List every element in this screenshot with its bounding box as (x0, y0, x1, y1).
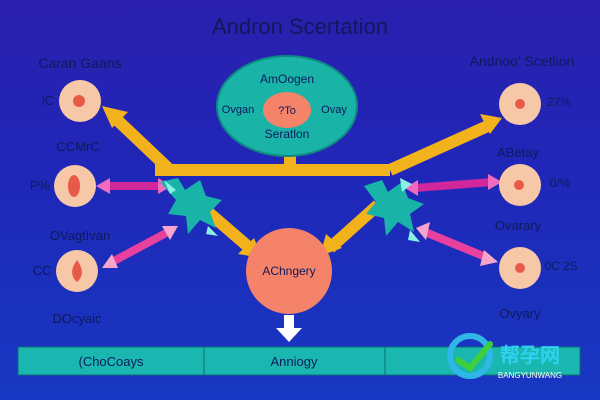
bottom-bar-center-label: Anniogy (271, 354, 318, 369)
teal-junction-left (160, 178, 222, 236)
left-node-3-core (72, 260, 82, 282)
diagram-title: Andron Scertation (212, 14, 388, 39)
teal-spike-right-a (400, 178, 412, 192)
left-node-3: CC (33, 250, 98, 292)
watermark-chinese: 帮孕网 (500, 343, 560, 367)
teal-spike-right-b (408, 230, 420, 242)
right-node-1-core (515, 99, 525, 109)
right-node-3: 0C 2S (499, 247, 578, 289)
bottom-circle (246, 228, 332, 314)
teal-star-left (160, 178, 222, 234)
magenta-head-right-1b (405, 180, 418, 196)
left-header: Caran Gaans (38, 55, 121, 71)
right-node-2-label: ABetay (497, 145, 539, 160)
right-node-1: 27% (499, 83, 571, 125)
magenta-head-right-1a (488, 174, 502, 190)
left-node-3-prefix: CC (33, 263, 52, 278)
teal-star-right (364, 180, 424, 236)
pink-arrow-left-2 (110, 228, 170, 266)
right-node-2-suffix: 0/% (550, 176, 571, 190)
pink-head-right-2a (480, 250, 498, 266)
top-core (263, 92, 311, 128)
bottom-bar-center (203, 346, 386, 376)
left-node-2: P% (30, 165, 96, 207)
pink-head-left-2a (102, 254, 118, 268)
right-node-2-core (514, 180, 524, 190)
gold-arrow-up-right (387, 119, 493, 176)
bottom-bar: (ChoCoays Anniogy (17, 346, 581, 376)
left-node-3-label: OVagtIvan (50, 228, 110, 243)
right-node-1-suffix: 27% (547, 95, 571, 109)
teal-junction-right (364, 178, 424, 242)
pink-head-right-2b (416, 222, 430, 240)
gold-arrow-up-left (108, 111, 175, 175)
top-center-node: AmOogen Ovgan ?To Ovay Seratlon (216, 55, 358, 157)
magenta-head-left-1a (96, 178, 110, 194)
left-node-2-prefix: P% (30, 178, 51, 193)
watermark-ring-icon (447, 333, 493, 379)
top-label-right: Ovay (321, 104, 347, 116)
teal-spike-left-b (206, 226, 218, 236)
gold-arrowhead-up-left (102, 106, 128, 128)
right-node-3-suffix: 0C 2S (544, 259, 577, 273)
top-label-left: Ovgan (222, 104, 254, 116)
left-node-1-core (73, 95, 85, 107)
watermark-logo: 帮孕网 BANGYUNWANG (447, 333, 562, 380)
left-node-2-label: CCMrC (56, 139, 99, 154)
left-node-2-core (68, 175, 80, 197)
watermark-check-icon (455, 341, 493, 372)
watermark-latin: BANGYUNWANG (498, 371, 562, 380)
gold-arrowhead-up-right (480, 114, 502, 134)
right-node-3-label: Ovarary (495, 218, 542, 233)
down-arrow-head (276, 328, 302, 342)
pink-arrow-right-2 (423, 228, 490, 262)
bottom-circle-label: AChngery (262, 264, 315, 278)
down-arrow-shaft (284, 315, 294, 329)
top-label-bottom: Seratlon (265, 127, 310, 141)
right-header: Andnoo' Scetlion (470, 53, 575, 69)
right-node-4-label: Ovyary (499, 306, 541, 321)
magenta-arrow-right-1 (414, 178, 493, 192)
teal-spike-left-a (164, 180, 176, 194)
left-node-1: lC (42, 80, 101, 122)
right-node-3-core (515, 263, 525, 273)
left-node-1-prefix: lC (42, 93, 54, 108)
pink-head-left-2b (162, 226, 178, 240)
left-node-4-label: DOcyaic (52, 311, 102, 326)
bottom-bar-left-label: (ChoCoays (78, 354, 144, 369)
top-label-core: ?To (278, 105, 296, 117)
bottom-center-node: AChngery (246, 228, 332, 342)
top-label-1: AmOogen (260, 72, 314, 86)
right-node-2: 0/% (499, 164, 571, 206)
